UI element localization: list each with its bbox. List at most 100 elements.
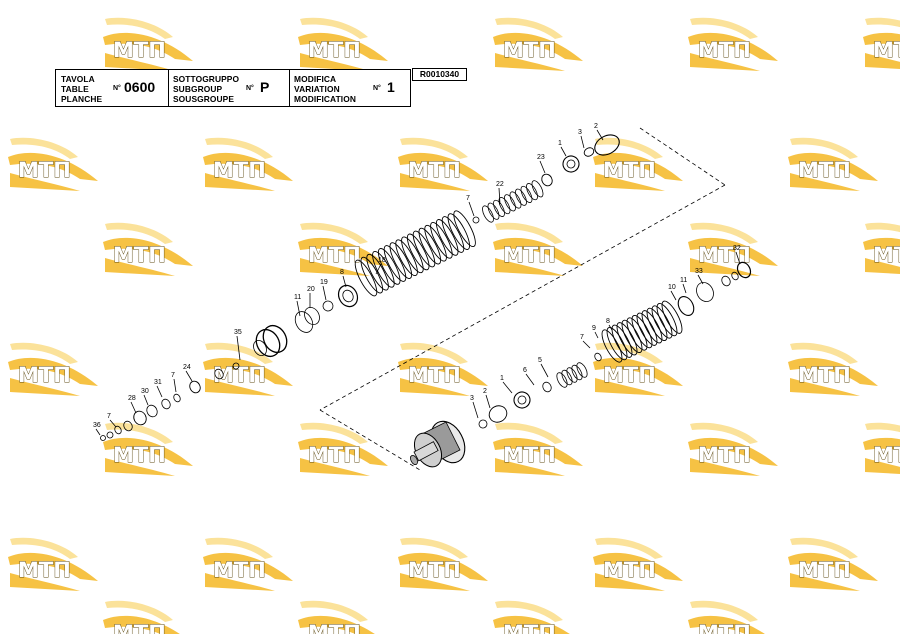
- mtp-watermark-logo: МТП: [203, 137, 293, 191]
- leader-line: [185, 370, 193, 382]
- leader-line: [143, 394, 149, 406]
- leader-line: [502, 381, 513, 394]
- callout-number: 9: [592, 325, 596, 332]
- clutch-disc-part: [626, 317, 648, 351]
- small-ring-part: [106, 431, 114, 439]
- clutch-disc-part: [366, 253, 389, 291]
- mtp-watermark-logo: МТП: [398, 342, 488, 396]
- leader-line: [468, 201, 475, 217]
- small-ring-part: [472, 216, 480, 224]
- leader-line: [485, 394, 491, 409]
- spring-coil-part: [498, 197, 511, 215]
- callout-number: 7: [466, 195, 470, 202]
- svg-text:МТП: МТП: [113, 243, 166, 267]
- svg-text:МТП: МТП: [698, 243, 751, 267]
- ring-part: [123, 420, 133, 432]
- leader-line: [539, 160, 546, 174]
- callout-number: 18: [378, 257, 386, 264]
- callout-number: 22: [496, 181, 504, 188]
- leader-line: [375, 263, 382, 275]
- svg-text:МТП: МТП: [408, 558, 461, 582]
- subgroup-label-fr: SOUSGROUPE: [173, 94, 235, 104]
- mtp-watermark-logo: МТП: [8, 537, 98, 591]
- clutch-drum-part: [410, 420, 466, 468]
- callout-number: 8: [606, 318, 610, 325]
- bearing-part: [562, 155, 580, 173]
- ring-part: [189, 380, 201, 394]
- modification-number-prefix: N°: [373, 85, 381, 92]
- spring-coil-part: [482, 205, 494, 223]
- clutch-disc-part: [601, 329, 623, 363]
- mtp-watermark-logo: МТП: [593, 137, 683, 191]
- mtp-watermark-logo: МТП: [863, 422, 900, 474]
- callout-number: 31: [154, 379, 162, 386]
- mtp-watermark-logo: МТП: [688, 222, 778, 276]
- clutch-disc-part: [430, 221, 453, 259]
- svg-text:МТП: МТП: [503, 38, 556, 62]
- spring-coil-part: [566, 367, 578, 383]
- svg-text:МТП: МТП: [18, 558, 71, 582]
- washer-part: [478, 419, 488, 429]
- subgroup-label-it: SOTTOGRUPPO: [173, 74, 240, 84]
- callout-number: 32: [733, 245, 741, 252]
- clutch-disc-part: [354, 259, 378, 297]
- clutch-disc-part: [656, 303, 678, 337]
- mtp-watermark-logo: МТП: [298, 600, 375, 634]
- svg-text:МТП: МТП: [408, 158, 461, 182]
- subgroup-label-en: SUBGROUP: [173, 84, 223, 94]
- snap-ring-part: [542, 381, 552, 393]
- mtp-watermark-logo: МТП: [103, 222, 193, 276]
- svg-text:МТП: МТП: [308, 243, 361, 267]
- mtp-watermark-logo: МТП: [298, 17, 388, 71]
- svg-text:МТП: МТП: [213, 558, 266, 582]
- svg-text:МТП: МТП: [873, 443, 900, 467]
- snap-ring-part: [214, 368, 224, 380]
- dashed-guide: [319, 409, 421, 471]
- washer-part: [583, 147, 595, 157]
- o-ring-part: [696, 282, 714, 302]
- mtp-watermark-logo: МТП: [493, 600, 570, 634]
- modification-label-en: VARIATION: [294, 84, 340, 94]
- hub-part: [253, 339, 267, 357]
- o-ring-part: [488, 405, 508, 423]
- leader-line: [525, 373, 535, 386]
- bearing-part: [517, 395, 527, 405]
- svg-text:МТП: МТП: [798, 363, 851, 387]
- leader-line: [594, 331, 599, 339]
- svg-text:МТП: МТП: [603, 158, 656, 182]
- callout-number: 33: [695, 268, 703, 275]
- ring-part: [133, 410, 147, 426]
- clutch-disc-part: [447, 213, 471, 250]
- mtp-watermark-logo: МТП: [493, 222, 583, 276]
- table-label-fr: PLANCHE: [61, 94, 103, 104]
- clutch-disc-part: [395, 239, 418, 277]
- spring-coil-part: [531, 180, 544, 198]
- mtp-watermark-logo: МТП: [298, 422, 388, 476]
- leader-line: [130, 401, 137, 414]
- o-ring-part: [294, 311, 314, 333]
- mtp-watermark-logo: МТП: [298, 222, 388, 276]
- clutch-disc-part: [412, 230, 436, 268]
- piston-part: [337, 284, 359, 308]
- mtp-watermark-logo: МТП: [398, 137, 488, 191]
- clutch-disc-part: [611, 324, 633, 358]
- spring-coil-part: [487, 202, 500, 220]
- clutch-disc-part: [661, 300, 683, 334]
- clutch-disc-part: [453, 210, 476, 248]
- callout-number: 5: [538, 357, 542, 364]
- callout-number: 36: [93, 422, 101, 429]
- clutch-disc-part: [651, 305, 673, 339]
- piston-part: [677, 296, 695, 316]
- mtp-watermark-logo: МТП: [398, 537, 488, 591]
- mtp-watermark-logo: МТП: [203, 342, 293, 396]
- callout-number: 7: [580, 334, 584, 341]
- leader-line: [472, 401, 479, 419]
- callout-number: 11: [294, 294, 301, 301]
- mtp-watermark-logo: МТП: [593, 342, 683, 396]
- leader-line: [596, 129, 604, 141]
- mtp-watermark-logo: МТП: [103, 422, 193, 476]
- svg-text:МТП: МТП: [113, 621, 166, 634]
- leader-line: [682, 283, 687, 294]
- svg-text:МТП: МТП: [18, 363, 71, 387]
